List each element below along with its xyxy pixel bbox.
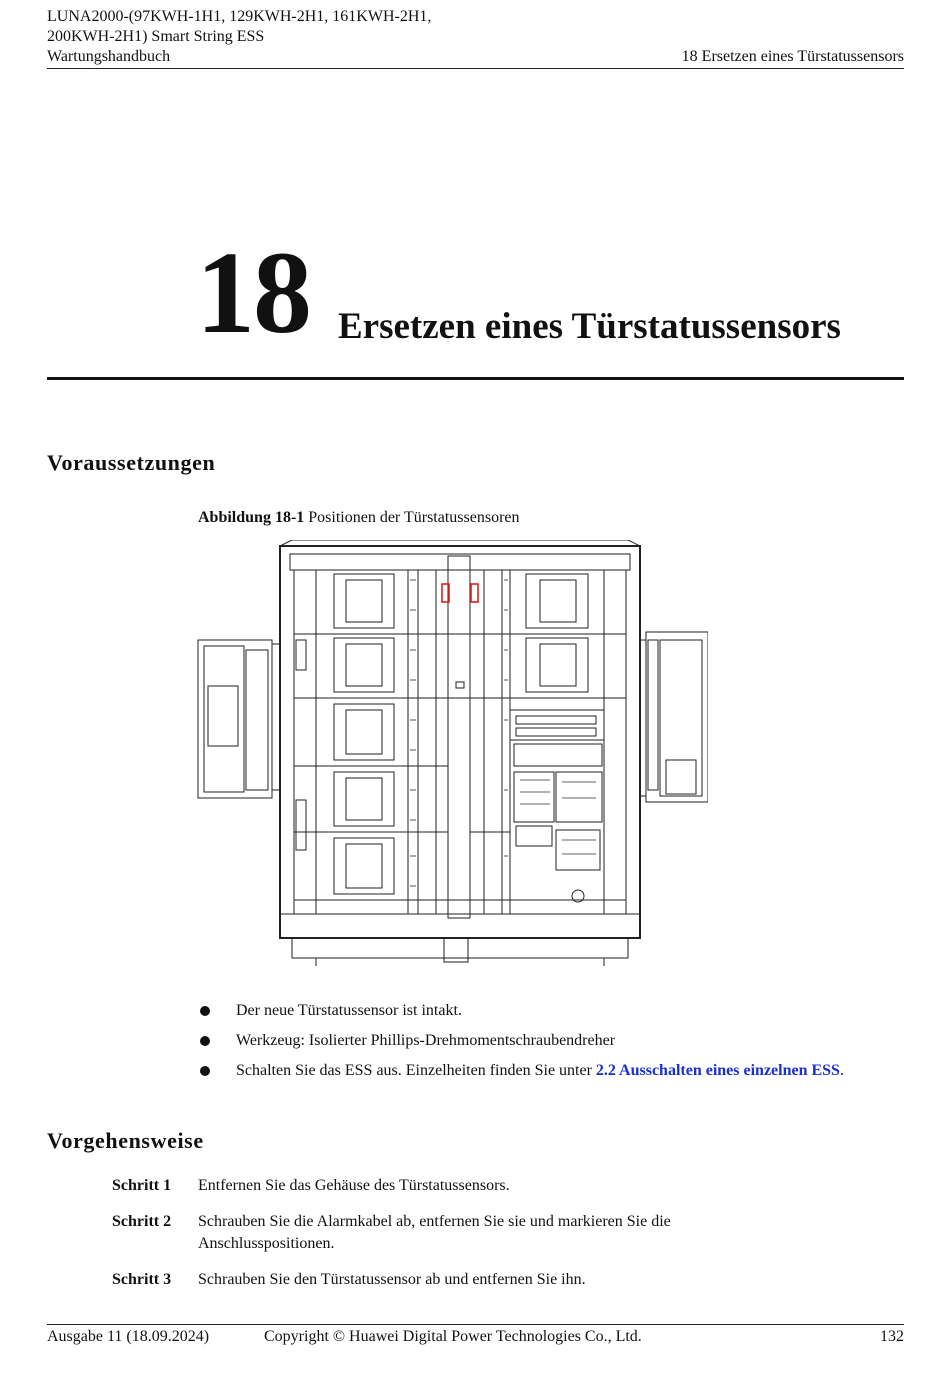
procedure-step: Schritt 2 Schrauben Sie die Alarmkabel a… bbox=[112, 1211, 872, 1255]
figure-caption: Abbildung 18-1 Positionen der Türstatuss… bbox=[198, 509, 520, 527]
step-text: Schrauben Sie die Alarmkabel ab, entfern… bbox=[198, 1213, 671, 1252]
list-item: Schalten Sie das ESS aus. Einzelheiten f… bbox=[198, 1060, 858, 1082]
door-sensor-left-highlight bbox=[441, 583, 450, 603]
procedure-steps: Schritt 1 Entfernen Sie das Gehäuse des … bbox=[112, 1175, 872, 1305]
footer-copyright: Copyright © Huawei Digital Power Technol… bbox=[264, 1328, 642, 1345]
step-label: Schritt 2 bbox=[112, 1213, 172, 1230]
step-label: Schritt 1 bbox=[112, 1177, 172, 1194]
header-section-title: 18 Ersetzen eines Türstatussensors bbox=[681, 48, 904, 65]
footer-page-number: 132 bbox=[880, 1328, 904, 1345]
header-product-line2: 200KWH-2H1) Smart String ESS bbox=[47, 28, 265, 45]
cross-reference-link[interactable]: 2.2 Ausschalten eines einzelnen ESS bbox=[595, 1062, 840, 1079]
list-item: Der neue Türstatussensor ist intakt. bbox=[198, 1000, 858, 1022]
header-divider bbox=[47, 68, 904, 69]
chapter-divider bbox=[47, 377, 904, 380]
chapter-number: 18 bbox=[196, 227, 312, 358]
door-sensor-right-highlight bbox=[470, 583, 479, 603]
chapter-title: Ersetzen eines Türstatussensors bbox=[338, 306, 841, 347]
header-manual-name: Wartungshandbuch bbox=[47, 48, 171, 65]
bullet-icon bbox=[200, 1066, 210, 1076]
figure-caption-text: Positionen der Türstatussensoren bbox=[308, 509, 520, 526]
header-product-line1: LUNA2000-(97KWH-1H1, 129KWH-2H1, 161KWH-… bbox=[47, 8, 432, 25]
procedure-heading: Vorgehensweise bbox=[47, 1128, 204, 1153]
procedure-step: Schritt 1 Entfernen Sie das Gehäuse des … bbox=[112, 1175, 872, 1197]
step-label: Schritt 3 bbox=[112, 1271, 172, 1288]
procedure-step: Schritt 3 Schrauben Sie den Türstatussen… bbox=[112, 1269, 872, 1291]
footer-issue: Ausgabe 11 (18.09.2024) bbox=[47, 1328, 210, 1345]
step-text: Entfernen Sie das Gehäuse des Türstatuss… bbox=[198, 1177, 510, 1194]
list-item: Werkzeug: Isolierter Phillips-Drehmoment… bbox=[198, 1030, 858, 1052]
step-text: Schrauben Sie den Türstatussensor ab und… bbox=[198, 1271, 586, 1288]
footer-divider bbox=[47, 1324, 904, 1325]
prerequisites-heading: Voraussetzungen bbox=[47, 450, 216, 475]
bullet-icon bbox=[200, 1036, 210, 1046]
bullet-icon bbox=[200, 1006, 210, 1016]
figure-label: Abbildung 18-1 bbox=[198, 509, 305, 526]
prerequisites-list: Der neue Türstatussensor ist intakt. Wer… bbox=[198, 1000, 858, 1090]
ess-cabinet-drawing bbox=[197, 540, 708, 966]
